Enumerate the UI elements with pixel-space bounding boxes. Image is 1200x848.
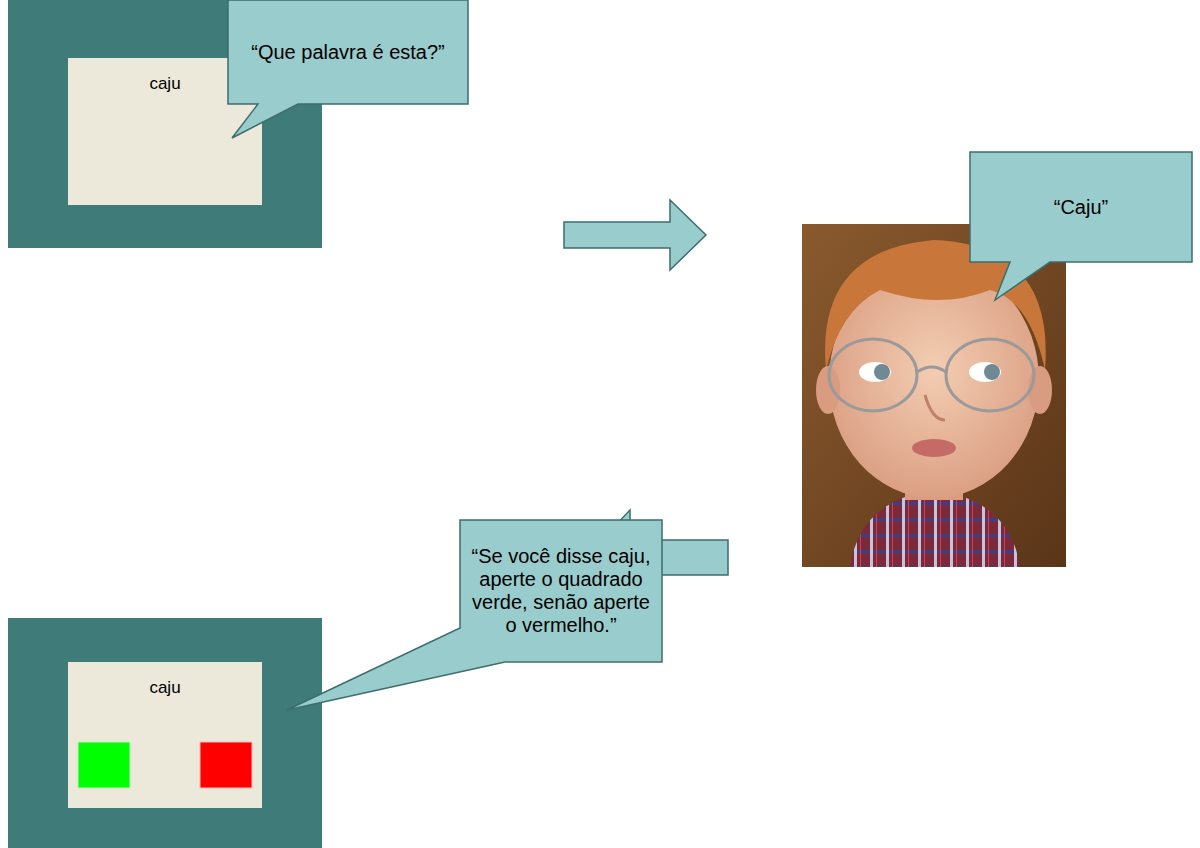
bubble-shape — [228, 0, 468, 138]
screen-box: caju — [68, 662, 262, 698]
speech-text: “Que palavra é esta?” — [251, 41, 444, 64]
block-arrow — [564, 200, 706, 270]
bubble-shape — [970, 152, 1192, 300]
speech-bubble: “Se você disse caju, aperte o quadrado v… — [460, 520, 662, 662]
red-square — [200, 742, 252, 788]
speech-text: “Caju” — [1054, 196, 1108, 219]
bubble-shape — [287, 520, 662, 710]
speech-bubble: “Que palavra é esta?” — [228, 0, 468, 104]
screen-panel — [8, 618, 322, 848]
green-square — [78, 742, 130, 788]
speech-text: “Se você disse caju, aperte o quadrado v… — [470, 545, 652, 637]
speech-bubble: “Caju” — [970, 152, 1192, 262]
screen-word: caju — [68, 678, 262, 698]
